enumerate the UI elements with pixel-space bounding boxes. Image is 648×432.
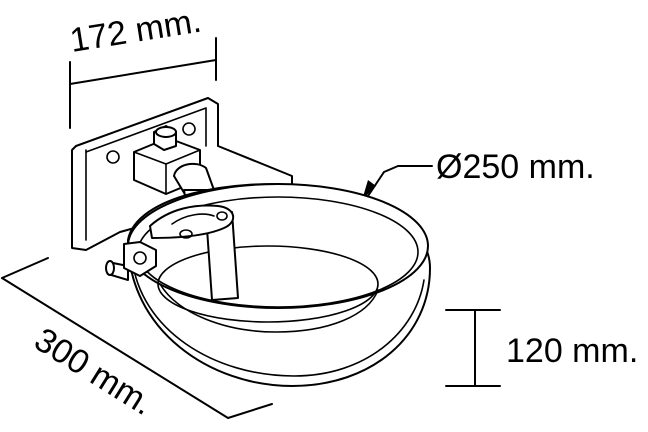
diameter-callout: Ø250 mm. (362, 148, 595, 200)
height-dimension: 120 mm. (445, 309, 638, 387)
width-label: 172 mm. (67, 2, 204, 60)
mounting-hole-icon (106, 150, 120, 164)
valve-paddle (149, 204, 239, 301)
height-label: 120 mm. (506, 332, 638, 370)
bowl-hinge (123, 241, 157, 277)
mounting-hole-icon (182, 122, 196, 136)
diameter-label: Ø250 mm. (436, 148, 595, 186)
